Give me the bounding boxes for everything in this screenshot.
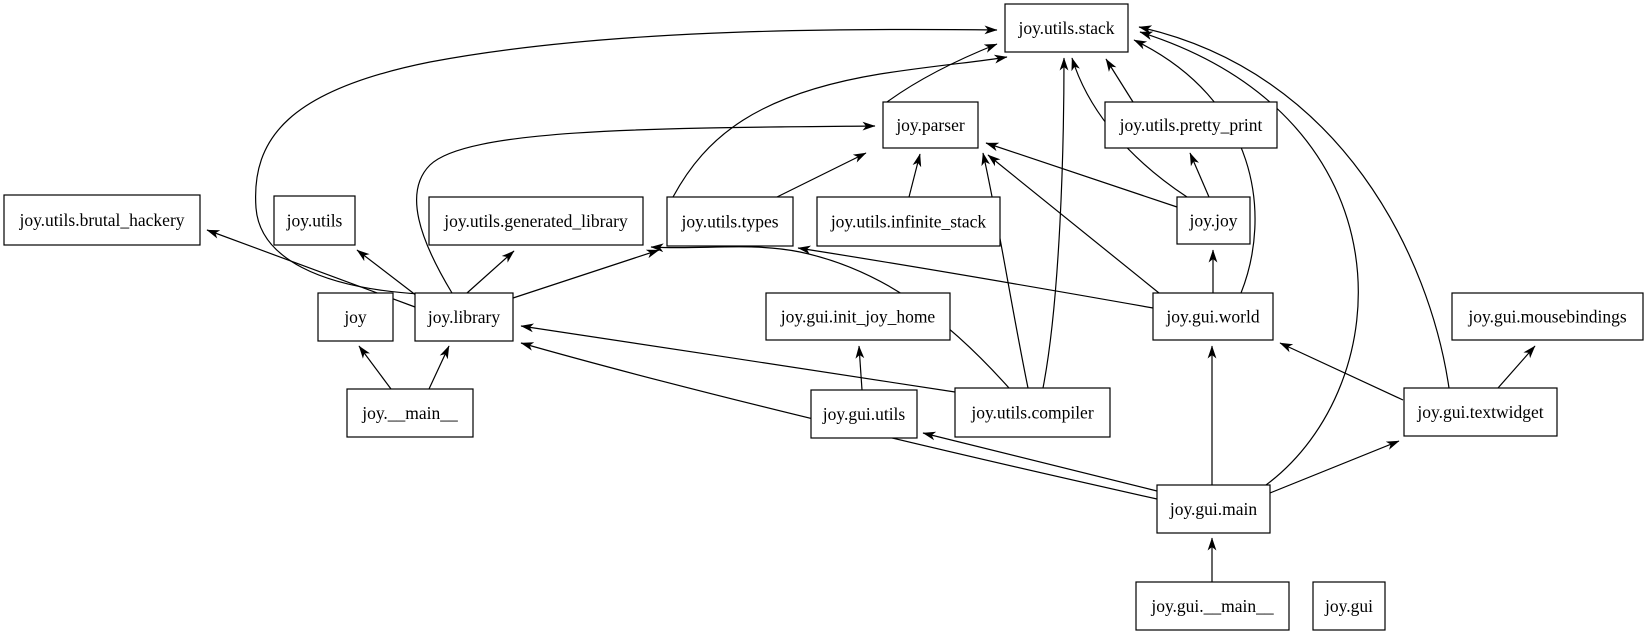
node-joy-gui-mousebindings: joy.gui.mousebindings (1451, 292, 1644, 341)
edge-joy-utils-compiler--joy-utils-stack (1042, 57, 1069, 389)
edge-joy-gui-world--joy-parser (987, 154, 1160, 294)
node-box-joy-utils-types (666, 196, 794, 247)
edge-joy-library--joy-parser (416, 121, 876, 294)
node-box-joy-gui-main-main (1135, 581, 1290, 631)
node-joy-library: joy.library (414, 292, 514, 342)
node-box-joy-parser (882, 101, 979, 149)
node-box-joy-utils-stack (1004, 3, 1129, 53)
node-label-joy-gui: joy.gui (1324, 596, 1373, 616)
node-joy-utils-generated-library: joy.utils.generated_library (428, 196, 644, 246)
edge-joy-gui-textwidget--joy-utils-stack (1138, 25, 1450, 389)
node-label-joy-joy: joy.joy (1189, 211, 1238, 231)
edge-joy-library--joy-utils (356, 249, 418, 297)
edge-joy-utils-infinite-stack--joy-parser (908, 153, 922, 198)
node-joy: joy (317, 292, 394, 342)
node-joy-utils-compiler: joy.utils.compiler (954, 387, 1111, 438)
node-joy-parser: joy.parser (882, 101, 979, 149)
node-joy-utils-stack: joy.utils.stack (1004, 3, 1129, 53)
node-box-joy-main (346, 388, 474, 438)
edge-joy-main--joy-library (428, 345, 450, 390)
node-box-joy-utils-compiler (954, 387, 1111, 438)
edge-joy-library--joy-utils-types (512, 249, 660, 299)
node-joy-utils-pretty-print: joy.utils.pretty_print (1104, 101, 1278, 149)
edge-joy-utils-compiler--joy-library (520, 323, 956, 393)
node-label-joy-main: joy.__main__ (361, 403, 458, 423)
edge-joy-joy--joy-parser (985, 142, 1178, 208)
node-joy-gui: joy.gui (1312, 581, 1386, 631)
node-label-joy-gui-init-joy-home: joy.gui.init_joy_home (780, 307, 936, 327)
node-joy-utils: joy.utils (273, 195, 356, 246)
node-joy-gui-world: joy.gui.world (1152, 292, 1274, 341)
node-joy-gui-main-main: joy.gui.__main__ (1135, 581, 1290, 631)
edge-joy-gui-main--joy-gui-textwidget (1269, 440, 1400, 494)
node-label-joy-gui-world: joy.gui.world (1165, 307, 1259, 327)
edges-layer (206, 25, 1536, 582)
node-box-joy (317, 292, 394, 342)
node-box-joy-gui-textwidget (1403, 387, 1558, 437)
node-label-joy-utils-stack: joy.utils.stack (1017, 18, 1114, 38)
node-joy-utils-types: joy.utils.types (666, 196, 794, 247)
node-box-joy-utils-generated-library (428, 196, 644, 246)
edge-joy-gui-main--joy-gui-utils (922, 431, 1158, 492)
node-box-joy-utils-brutal-hackery (3, 194, 201, 246)
node-box-joy-gui-mousebindings (1451, 292, 1644, 341)
node-box-joy-gui-init-joy-home (765, 292, 951, 341)
edge-joy-gui-world--joy-utils-stack (1133, 39, 1256, 294)
edge-joy-gui-world--joy-utils-types (797, 245, 1154, 309)
node-joy-main: joy.__main__ (346, 388, 474, 438)
node-joy-gui-init-joy-home: joy.gui.init_joy_home (765, 292, 951, 341)
node-box-joy-utils-pretty-print (1104, 101, 1278, 149)
edge-joy-library--joy-utils-generated-library (466, 250, 515, 294)
node-box-joy-library (414, 292, 514, 342)
node-label-joy-gui-utils: joy.gui.utils (822, 404, 906, 424)
node-label-joy-library: joy.library (427, 307, 500, 327)
node-box-joy-gui-world (1152, 292, 1274, 341)
edge-joy-gui-utils--joy-gui-init-joy-home (855, 345, 865, 391)
edge-joy-utils-types--joy-parser (776, 152, 867, 198)
node-label-joy: joy (343, 307, 367, 327)
edge-joy-main--joy (358, 345, 392, 390)
node-label-joy-utils-types: joy.utils.types (680, 212, 778, 232)
edge-joy-joy--joy-utils-pretty-print (1189, 152, 1210, 198)
node-joy-utils-infinite-stack: joy.utils.infinite_stack (816, 196, 1001, 247)
node-joy-gui-utils: joy.gui.utils (810, 389, 918, 439)
edge-joy-library--joy-utils-stack (254, 25, 998, 295)
node-label-joy-gui-textwidget: joy.gui.textwidget (1416, 402, 1543, 422)
edge-joy-gui-main--joy-utils-stack (1139, 31, 1359, 486)
node-label-joy-gui-mousebindings: joy.gui.mousebindings (1467, 307, 1627, 327)
node-joy-gui-textwidget: joy.gui.textwidget (1403, 387, 1558, 437)
node-box-joy-gui-utils (810, 389, 918, 439)
node-label-joy-parser: joy.parser (895, 115, 965, 135)
edge-joy-utils-pretty-print--joy-utils-stack (1105, 58, 1134, 103)
node-box-joy-utils (273, 195, 356, 246)
node-label-joy-utils: joy.utils (286, 211, 343, 231)
node-label-joy-utils-generated-library: joy.utils.generated_library (443, 211, 628, 231)
nodes-layer: joy.utils.stack joy.parser joy.utils.prett… (3, 3, 1644, 631)
node-box-joy-utils-infinite-stack (816, 196, 1001, 247)
node-box-joy-joy (1176, 196, 1251, 245)
edge-joy-parser--joy-utils-stack (886, 43, 998, 103)
edge-joy-utils-compiler--joy-parser (981, 152, 1029, 389)
node-label-joy-gui-main-main: joy.gui.__main__ (1150, 596, 1274, 616)
node-joy-joy: joy.joy (1176, 196, 1251, 245)
node-label-joy-utils-infinite-stack: joy.utils.infinite_stack (830, 212, 987, 232)
node-joy-utils-brutal-hackery: joy.utils.brutal_hackery (3, 194, 201, 246)
node-label-joy-utils-compiler: joy.utils.compiler (970, 403, 1093, 423)
node-label-joy-gui-main: joy.gui.main (1169, 499, 1258, 519)
node-box-joy-gui-main (1156, 484, 1271, 534)
edge-joy-gui-textwidget--joy-gui-mousebindings (1497, 345, 1536, 389)
node-label-joy-utils-brutal-hackery: joy.utils.brutal_hackery (18, 210, 184, 230)
node-label-joy-utils-pretty-print: joy.utils.pretty_print (1119, 115, 1263, 135)
edge-joy-gui-textwidget--joy-gui-world (1279, 342, 1404, 401)
edge-joy-utils-types--joy-utils-stack (672, 54, 1008, 198)
node-box-joy-gui (1312, 581, 1386, 631)
edge-joy-utils-compiler--joy-utils-generated-library (650, 243, 1010, 389)
node-joy-gui-main: joy.gui.main (1156, 484, 1271, 534)
